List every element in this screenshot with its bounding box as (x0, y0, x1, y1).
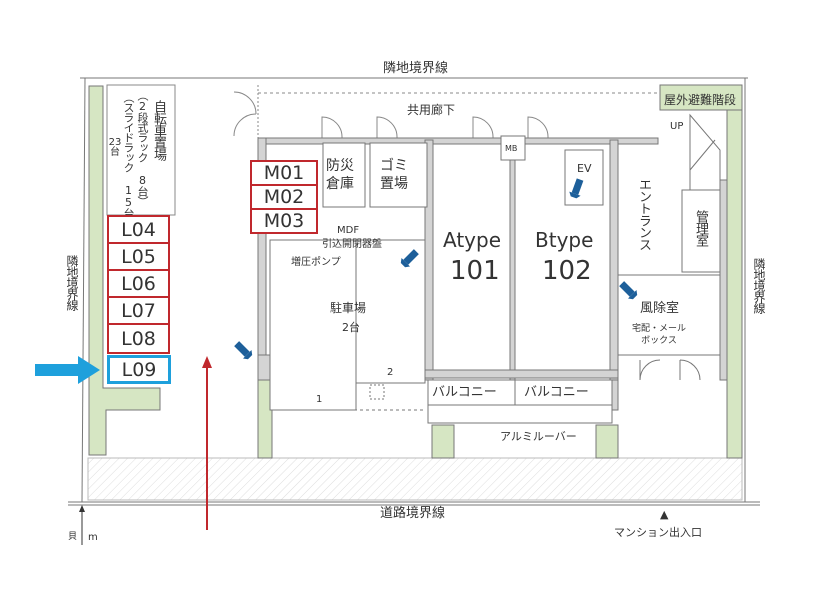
north-label-a: 貝 (68, 532, 78, 542)
mdf-label: MDF (337, 225, 360, 236)
neighbor-boundary-left-label: 隣地境界線 (65, 255, 79, 310)
property-boundary (68, 77, 760, 506)
up-label: UP (670, 121, 684, 132)
bicycle-area (106, 84, 176, 216)
ev-label: EV (577, 162, 592, 175)
unit-a-number: 101 (450, 256, 500, 286)
louver-label: アルミルーバー (500, 430, 577, 443)
road-setback (87, 457, 743, 501)
disaster-storage-label: 防災 倉庫 (326, 158, 354, 192)
mailbox-label: 宅配・メール ボックス (632, 324, 687, 346)
slot-l08[interactable]: L08 (107, 323, 170, 354)
slot-m01[interactable]: M01 (250, 160, 318, 186)
entrance-marker-label: マンション出入口 (614, 526, 702, 539)
slot-m03[interactable]: M03 (250, 208, 318, 234)
parking-space-2: 2 (387, 367, 394, 378)
rooms (269, 84, 743, 424)
blue-arrow-icon (35, 356, 100, 384)
parking-count: 2台 (342, 321, 360, 334)
unit-b-number: 102 (542, 256, 592, 286)
slot-l04[interactable]: L04 (107, 215, 170, 244)
entrance-marker-icon: ▲ (660, 508, 669, 521)
corridor (233, 85, 660, 139)
garbage-label: ゴミ 置場 (380, 158, 408, 192)
stairs-label: 屋外避難階段 (664, 93, 737, 107)
corridor-label: 共用廊下 (407, 103, 456, 117)
bicycle-rack-slide: （スライドラック 15台） (122, 92, 135, 228)
balcony-a-label: バルコニー (432, 385, 497, 400)
slot-l07[interactable]: L07 (107, 296, 170, 325)
balcony-b-label: バルコニー (524, 385, 589, 400)
mb-label: MB (505, 144, 518, 153)
bicycle-title: 自転車置場 (151, 100, 166, 160)
slot-l06[interactable]: L06 (107, 269, 170, 298)
parking-space-1: 1 (316, 394, 323, 405)
management-label: 管理室 (693, 210, 708, 246)
unit-b-type: Btype (535, 228, 594, 252)
booster-pump-label: 増圧ポンプ (291, 257, 341, 268)
north-label-b: m (88, 532, 98, 543)
unit-a-type: Atype (443, 228, 502, 252)
slot-l09-selected[interactable]: L09 (107, 355, 171, 384)
neighbor-boundary-top-label: 隣地境界線 (383, 61, 449, 76)
windbreak-label: 風除室 (640, 301, 680, 316)
switchboard-label: 引込開閉器盤 (322, 239, 382, 250)
parking-label: 駐車場 (330, 301, 367, 315)
entrance-label: エントランス (636, 178, 651, 250)
road-boundary-label: 道路境界線 (380, 506, 446, 521)
neighbor-boundary-right-label: 隣地境界線 (752, 258, 766, 313)
bicycle-total: 23台 (108, 137, 122, 158)
slot-l05[interactable]: L05 (107, 242, 170, 271)
camera-icon (232, 339, 255, 362)
bicycle-rack-2tier: （2段式ラック 8台） (136, 90, 149, 206)
red-arrow-icon (202, 356, 212, 530)
north-arrow-icon (79, 505, 85, 545)
slot-m02[interactable]: M02 (250, 184, 318, 210)
